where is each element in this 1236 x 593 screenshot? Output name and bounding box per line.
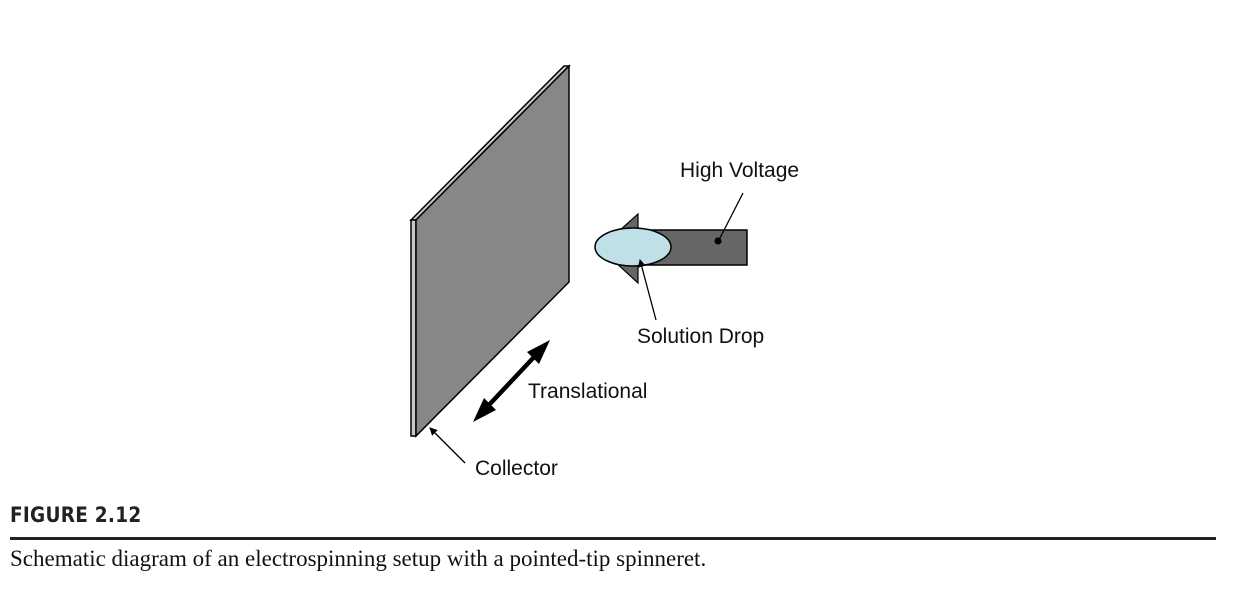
collector-face <box>415 64 570 438</box>
translational-label: Translational <box>528 380 647 403</box>
solution-drop-leader <box>637 259 657 321</box>
translational-arrowhead-up <box>527 340 550 364</box>
collector-leader <box>429 427 466 464</box>
translational-arrowhead-down <box>473 398 496 422</box>
collector-label: Collector <box>475 457 558 480</box>
figure-caption: Schematic diagram of an electrospinning … <box>10 546 707 571</box>
solution-drop <box>594 227 672 267</box>
solution-drop-label: Solution Drop <box>637 325 764 348</box>
spinneret <box>594 212 748 285</box>
figure-divider <box>10 537 1216 540</box>
collector-plate <box>409 64 571 438</box>
high-voltage-leader <box>718 192 744 241</box>
translational-arrow <box>473 340 550 422</box>
high-voltage-label: High Voltage <box>680 159 799 182</box>
figure-title: FIGURE 2.12 <box>10 503 142 527</box>
electrospinning-diagram: High Voltage Solution Drop Translational… <box>409 64 799 480</box>
